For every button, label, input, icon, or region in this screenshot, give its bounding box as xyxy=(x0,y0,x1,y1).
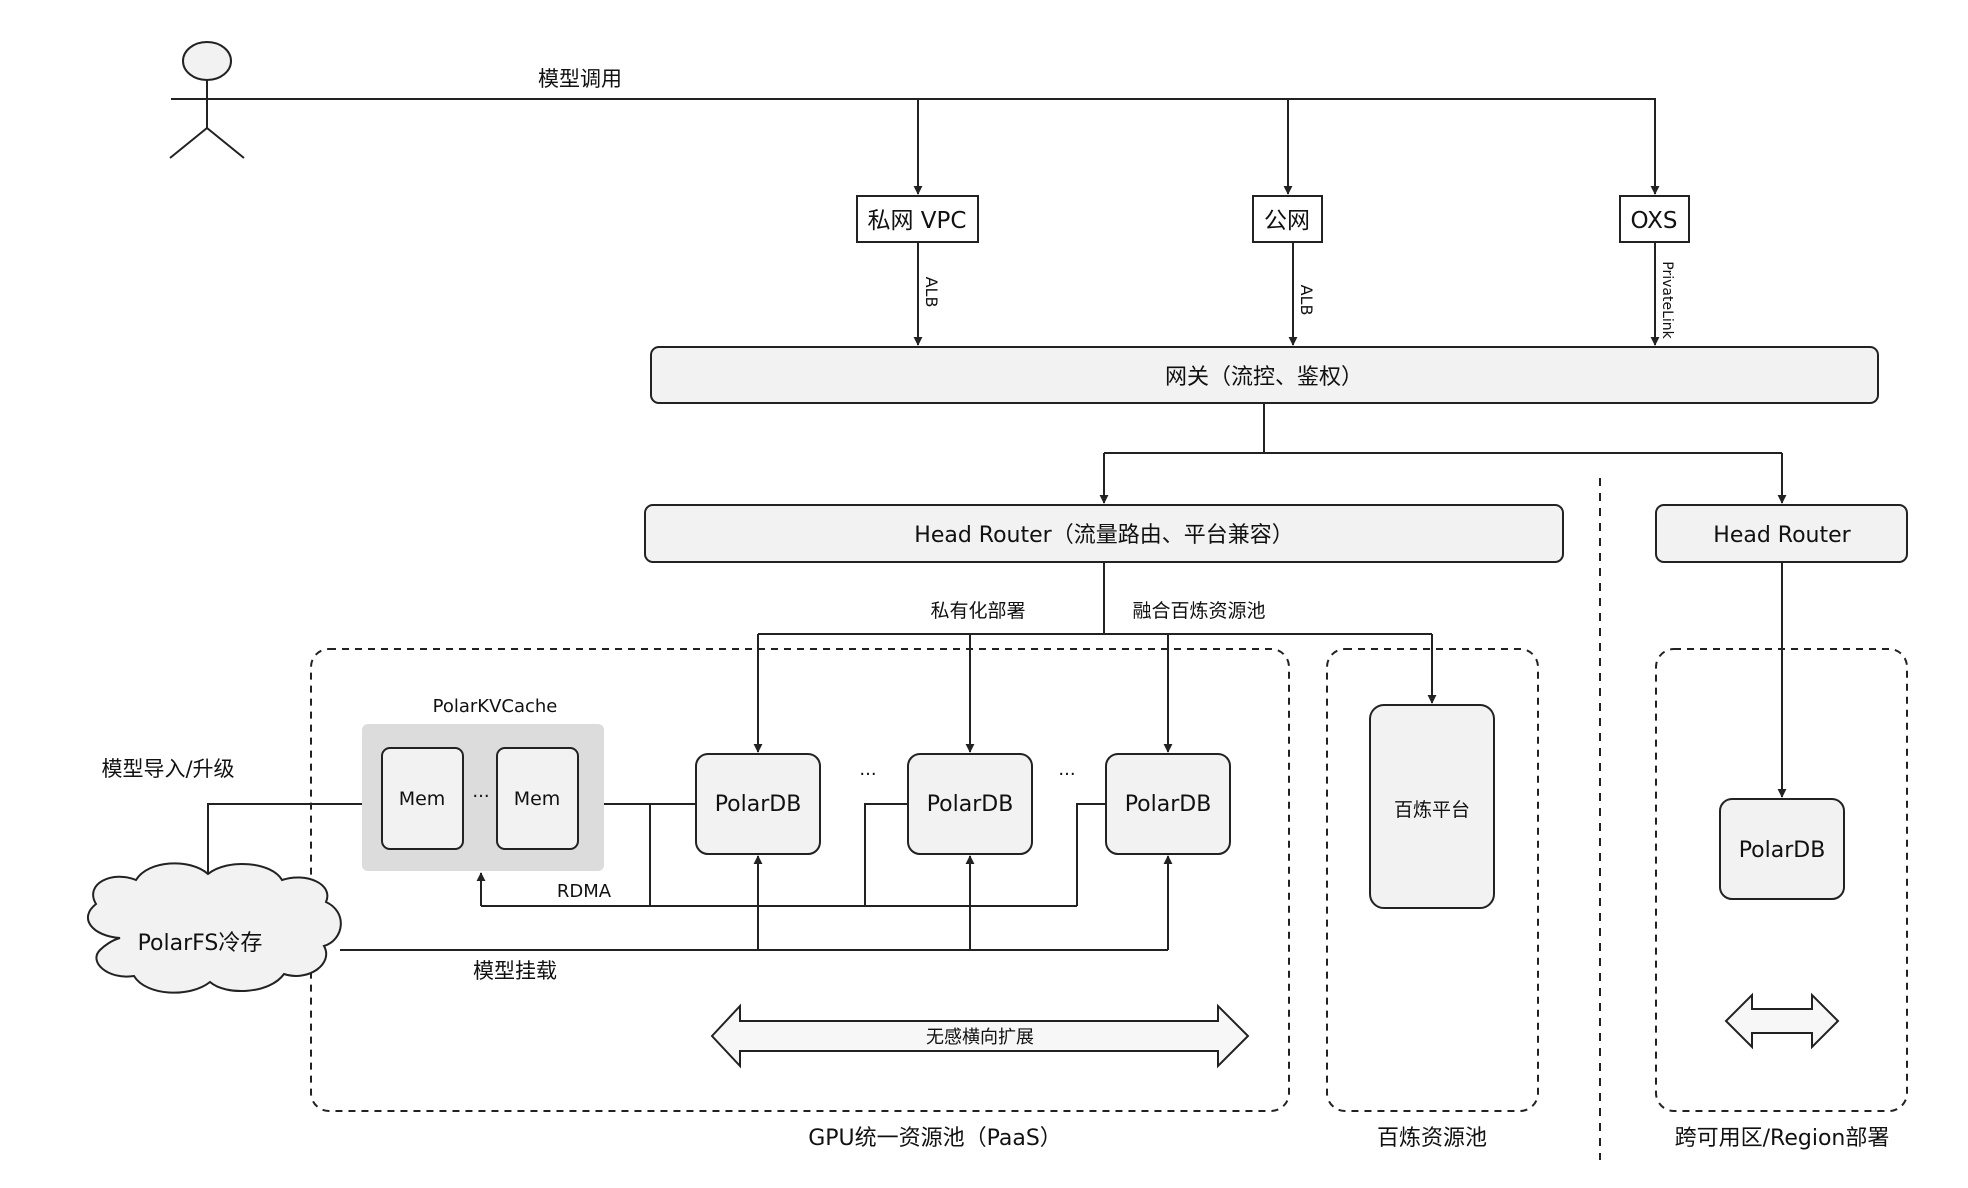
polarfs-cloud-icon[interactable]: PolarFS冷存 xyxy=(87,862,342,994)
polardb-instance-3[interactable]: PolarDB xyxy=(1105,753,1231,855)
polarfs-label: PolarFS冷存 xyxy=(138,931,263,956)
bailian-pool-container xyxy=(1326,648,1539,1112)
head-router-main-box[interactable]: Head Router（流量路由、平台兼容） xyxy=(644,504,1564,563)
cross-region-label: 跨可用区/Region部署 xyxy=(1675,1126,1890,1151)
polardb-ellipsis-2: ··· xyxy=(1058,764,1075,785)
public-net-label: 公网 xyxy=(1264,208,1310,234)
model-mount-connectors xyxy=(340,855,1173,951)
head-router-region-label: Head Router xyxy=(1713,523,1851,548)
polardb-ellipsis-1: ··· xyxy=(859,764,876,785)
mem-ellipsis: ··· xyxy=(472,786,489,807)
polardb-label-3: PolarDB xyxy=(1125,792,1212,817)
model-import-connector xyxy=(203,803,362,897)
gateway-label: 网关（流控、鉴权） xyxy=(1165,365,1363,390)
rdma-connectors xyxy=(476,803,1106,907)
model-mount-label: 模型挂载 xyxy=(473,959,557,983)
model-invocation-label: 模型调用 xyxy=(538,67,622,91)
private-vpc-box[interactable]: 私网 VPC xyxy=(856,195,979,243)
polardb-region-instance[interactable]: PolarDB xyxy=(1719,798,1845,900)
mem-box-1[interactable]: Mem xyxy=(381,747,464,850)
public-net-box[interactable]: 公网 xyxy=(1252,195,1323,243)
alb-label-1: ALB xyxy=(922,277,941,308)
privatelink-label: PrivateLink xyxy=(1659,261,1675,339)
bailian-fusion-label: 融合百炼资源池 xyxy=(1132,600,1265,622)
model-import-label: 模型导入/升级 xyxy=(101,757,234,781)
mem-label-2: Mem xyxy=(514,788,561,810)
scale-out-label: 无感横向扩展 xyxy=(926,1027,1034,1048)
polar-kvcache-label: PolarKVCache xyxy=(433,696,558,717)
oxs-label: OXS xyxy=(1631,208,1678,234)
router-to-instance-connectors xyxy=(753,562,1787,798)
private-deploy-label: 私有化部署 xyxy=(930,600,1025,622)
alb-label-2: ALB xyxy=(1297,285,1316,316)
polardb-instance-2[interactable]: PolarDB xyxy=(907,753,1033,855)
gpu-pool-label: GPU统一资源池（PaaS） xyxy=(808,1126,1062,1151)
mem-box-2[interactable]: Mem xyxy=(496,747,579,850)
bailian-pool-label: 百炼资源池 xyxy=(1377,1126,1487,1151)
polar-kvcache-group: Mem ··· Mem xyxy=(362,724,604,871)
gpu-pool-container xyxy=(310,648,1290,1112)
region-pool-container xyxy=(1655,648,1908,1112)
head-router-main-label: Head Router（流量路由、平台兼容） xyxy=(914,523,1293,548)
oxs-box[interactable]: OXS xyxy=(1619,195,1690,243)
bailian-platform-box[interactable]: 百炼平台 xyxy=(1369,704,1495,909)
entry-to-gateway-connectors xyxy=(913,242,1660,346)
polardb-label-1: PolarDB xyxy=(715,792,802,817)
polardb-label-2: PolarDB xyxy=(927,792,1014,817)
polardb-region-label: PolarDB xyxy=(1739,838,1826,863)
head-router-region-box[interactable]: Head Router xyxy=(1655,504,1908,563)
gateway-box[interactable]: 网关（流控、鉴权） xyxy=(650,346,1879,404)
scale-out-arrow-icon: 无感横向扩展 xyxy=(710,1003,1250,1069)
invocation-connectors xyxy=(172,98,1660,195)
private-vpc-label: 私网 VPC xyxy=(868,208,967,234)
gateway-to-router-connectors xyxy=(1099,403,1787,504)
cross-region-arrow-icon xyxy=(1724,992,1840,1050)
polardb-instance-1[interactable]: PolarDB xyxy=(695,753,821,855)
rdma-label: RDMA xyxy=(557,881,612,902)
mem-label-1: Mem xyxy=(399,788,446,810)
bailian-platform-label: 百炼平台 xyxy=(1394,799,1470,821)
